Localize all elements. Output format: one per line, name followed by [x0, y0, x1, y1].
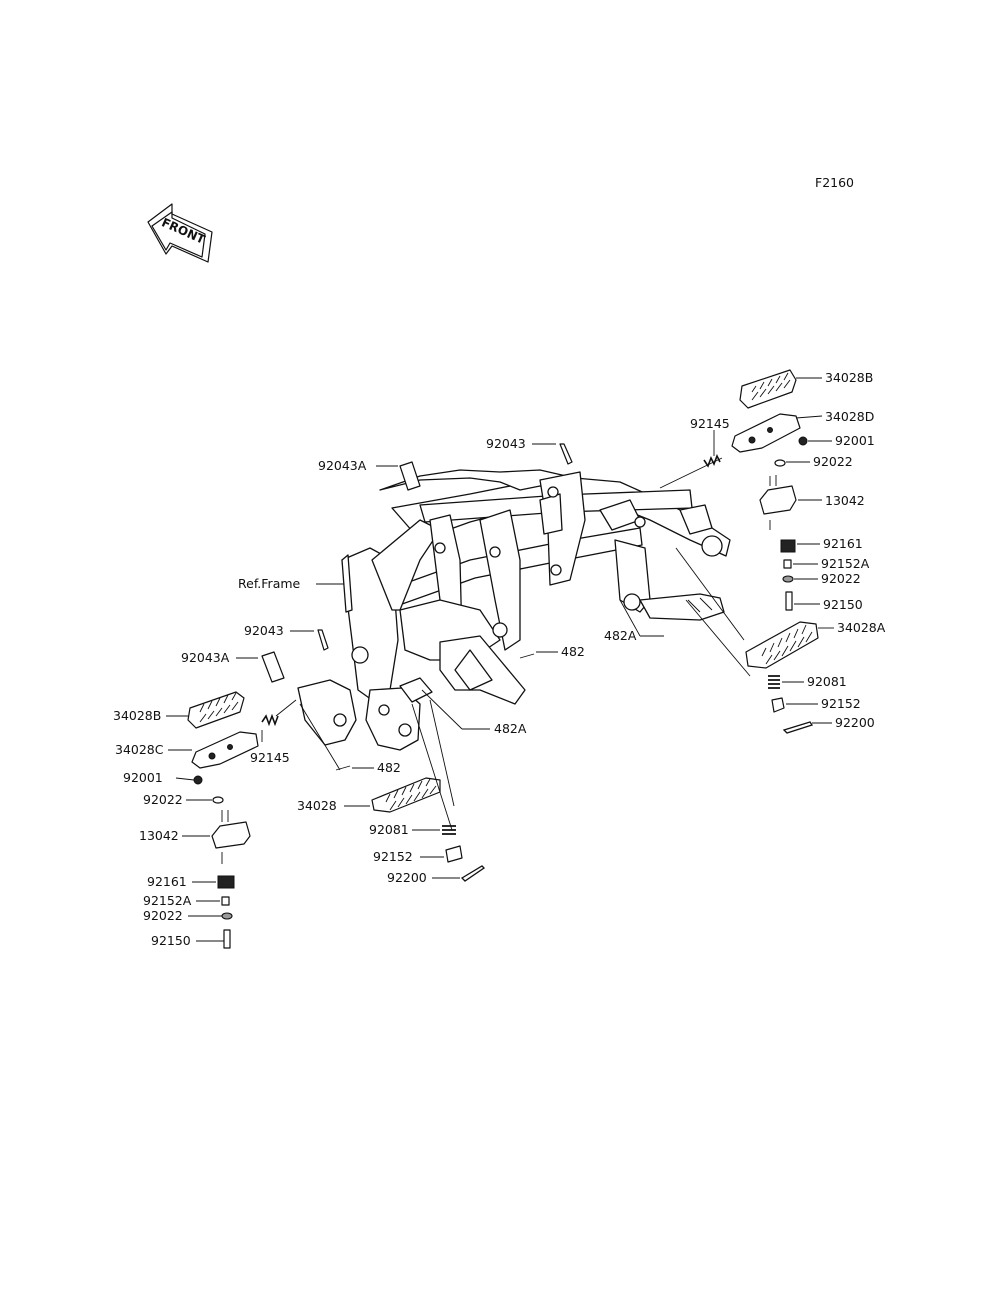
- spring-right: [703, 454, 721, 468]
- bracket-left: [211, 810, 251, 864]
- label-92022-left-1: 92022: [143, 792, 183, 807]
- collar-left-small: [221, 896, 230, 906]
- label-92200-right: 92200: [835, 715, 875, 730]
- label-92161-left: 92161: [147, 874, 187, 889]
- label-92150-left: 92150: [151, 933, 191, 948]
- spring-right-lower: [768, 675, 780, 689]
- damper-left: [217, 875, 235, 889]
- label-92150-right: 92150: [823, 597, 863, 612]
- label-92043A-left: 92043A: [181, 650, 230, 665]
- washer-left-1: [212, 796, 224, 804]
- cotter-482-right: [519, 653, 535, 659]
- pin-center: [460, 865, 486, 882]
- label-ref-frame: Ref.Frame: [238, 576, 301, 591]
- label-92001-right: 92001: [835, 433, 875, 448]
- label-92152-center: 92152: [373, 849, 413, 864]
- bolt-left-long: [223, 929, 231, 949]
- label-482-right: 482: [561, 644, 585, 659]
- collar-right: [783, 559, 792, 569]
- washer-left-2: [221, 912, 233, 920]
- label-92022-right-2: 92022: [821, 571, 861, 586]
- label-34028D-right: 34028D: [825, 409, 874, 424]
- cotter-482-center: [335, 765, 351, 771]
- frame-drawing: [297, 469, 731, 751]
- label-92001-left: 92001: [123, 770, 163, 785]
- label-92022-right-1: 92022: [813, 454, 853, 469]
- spring-center: [442, 825, 456, 835]
- label-92043-top: 92043: [486, 436, 526, 451]
- front-arrow-icon: FRONT: [147, 203, 213, 263]
- leader-lines: [166, 377, 834, 942]
- label-92152A-right: 92152A: [821, 556, 870, 571]
- diagram-code: F2160: [815, 175, 854, 190]
- label-34028C-left: 34028C: [115, 742, 164, 757]
- label-92152A-left: 92152A: [143, 893, 192, 908]
- label-92043-left: 92043: [244, 623, 284, 638]
- label-482A-center: 482A: [494, 721, 527, 736]
- label-92081-right: 92081: [807, 674, 847, 689]
- label-34028B-left: 34028B: [113, 708, 161, 723]
- bolt-upper-left: [193, 775, 203, 785]
- label-13042-right: 13042: [825, 493, 865, 508]
- label-34028A-right: 34028A: [837, 620, 886, 635]
- label-482-center: 482: [377, 760, 401, 775]
- bracket-right: [759, 475, 797, 530]
- footpeg-rubber-lower-right: [745, 621, 819, 669]
- spring-left: [261, 713, 279, 727]
- bolt-upper-right: [798, 436, 808, 446]
- label-92043A-top: 92043A: [318, 458, 367, 473]
- label-92145-right: 92145: [690, 416, 730, 431]
- label-92161-right: 92161: [823, 536, 863, 551]
- collar-top: [399, 461, 421, 491]
- label-92200-center: 92200: [387, 870, 427, 885]
- label-92022-left-2: 92022: [143, 908, 183, 923]
- damper-right: [780, 539, 796, 553]
- footpeg-upper-right: [731, 413, 801, 453]
- label-92145-left: 92145: [250, 750, 290, 765]
- footpeg-upper-left: [191, 731, 259, 769]
- footpeg-rubber-center: [371, 777, 441, 813]
- label-92152-right: 92152: [821, 696, 861, 711]
- label-92081-center: 92081: [369, 822, 409, 837]
- washer-right-2: [782, 575, 794, 583]
- pin-right: [782, 721, 814, 734]
- collar-left: [261, 651, 285, 683]
- collar-right-lower: [771, 697, 785, 713]
- footpeg-rubber-upper-left: [187, 691, 245, 729]
- label-34028-center: 34028: [297, 798, 337, 813]
- label-34028B-right: 34028B: [825, 370, 873, 385]
- bolt-right-long: [785, 591, 793, 611]
- label-13042-left: 13042: [139, 828, 179, 843]
- pin-left: [317, 629, 329, 651]
- footpeg-rubber-upper-right: [739, 369, 797, 409]
- part-labels: 34028B 34028D 92145 92001 92043 92022 92…: [113, 370, 886, 948]
- washer-right-1: [774, 459, 786, 467]
- pin-top: [559, 443, 573, 465]
- collar-center: [445, 845, 463, 863]
- label-482A-right: 482A: [604, 628, 637, 643]
